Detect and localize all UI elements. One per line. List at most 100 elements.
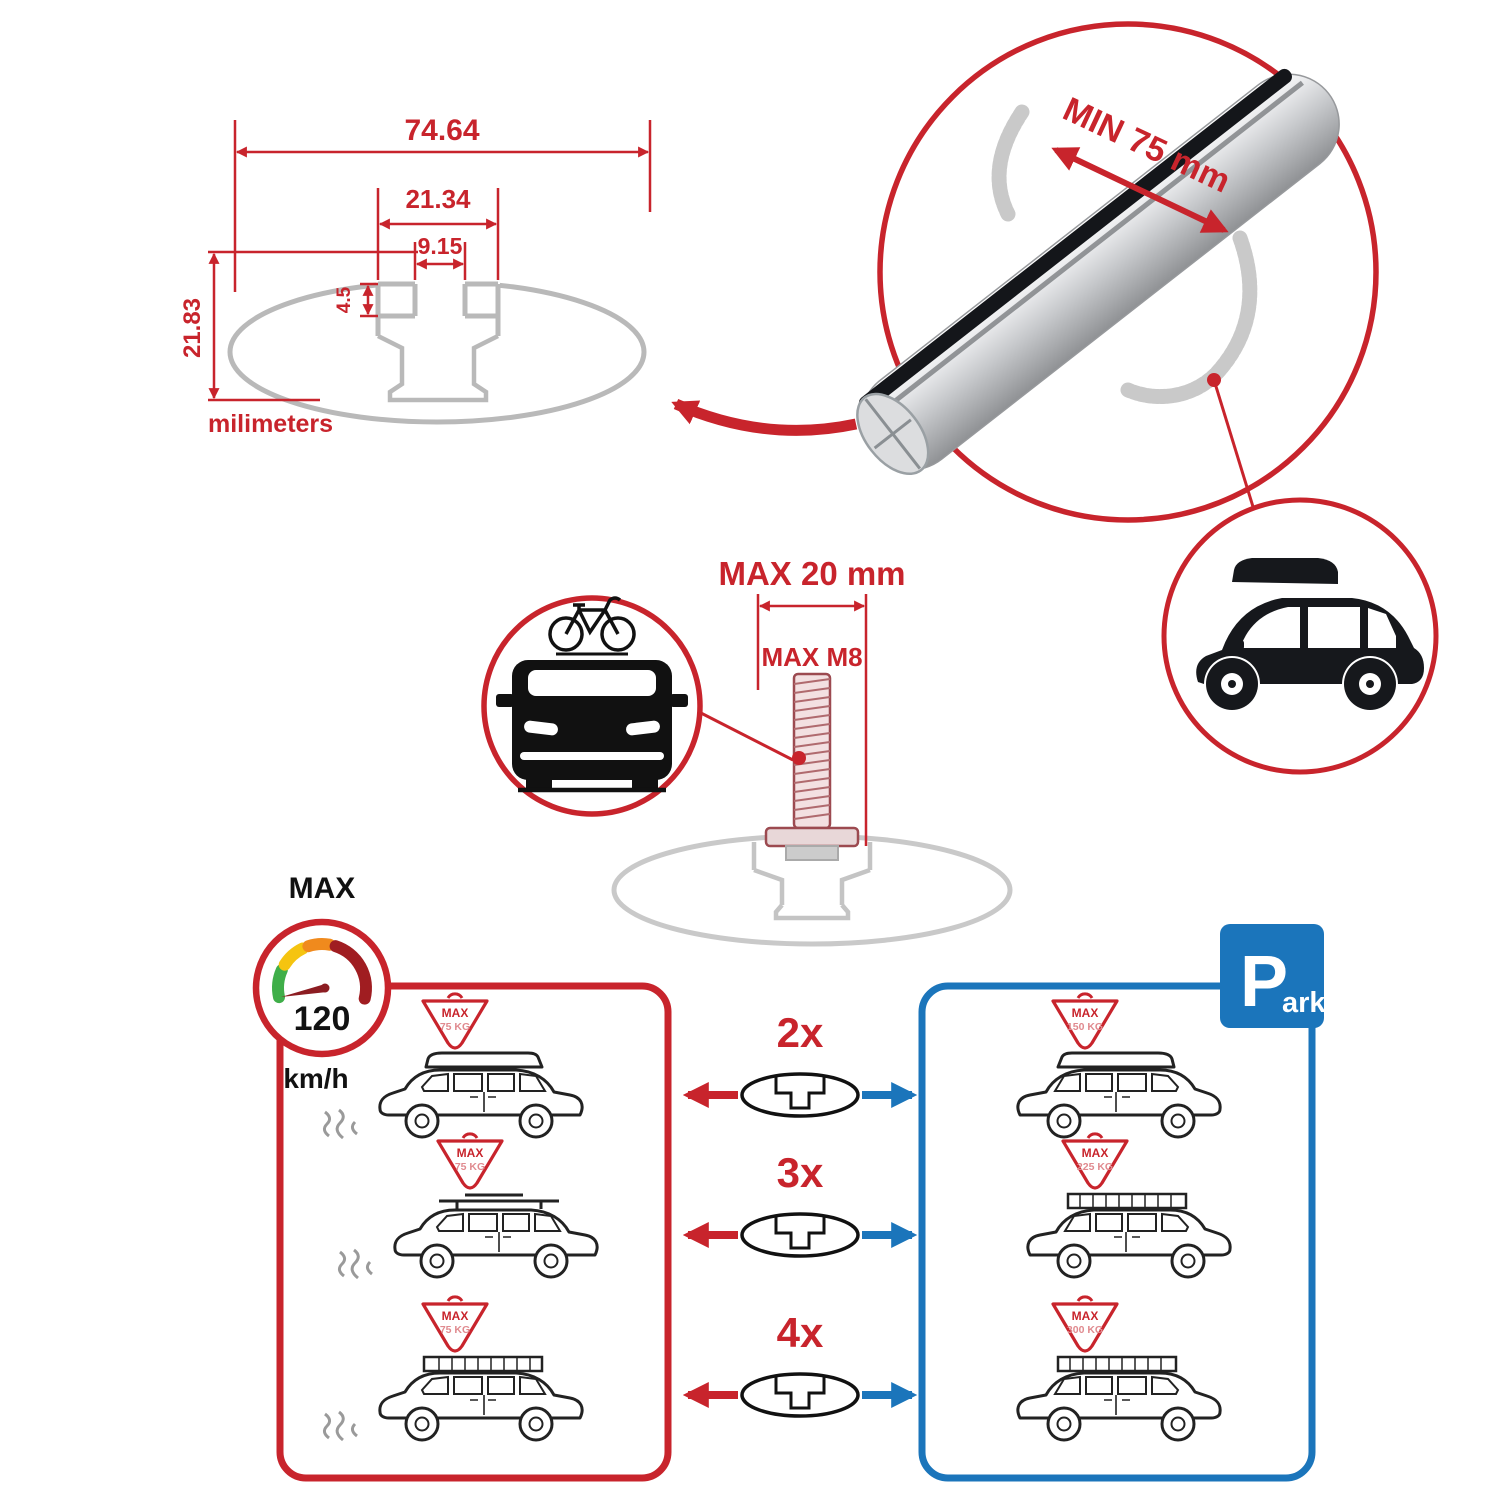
speed-units: km/h bbox=[283, 1063, 348, 1094]
parked-panel: MAX 150 KG MAX 225 KG MAX 300 KG bbox=[1016, 992, 1232, 1442]
quantity-row-2: 3x bbox=[682, 1149, 918, 1258]
roof-basket bbox=[422, 1355, 544, 1373]
quantity-row-1: 2x bbox=[682, 1009, 918, 1118]
driving-car-3: MAX 75 KG bbox=[322, 1295, 584, 1442]
suv-mirror bbox=[1230, 640, 1244, 650]
flag-max-label: MAX bbox=[1082, 1146, 1109, 1160]
bolt-flange bbox=[764, 826, 860, 848]
roof-rack bbox=[437, 1193, 561, 1211]
suv-detail bbox=[1161, 497, 1439, 775]
min-span-arrow bbox=[1051, 147, 1229, 233]
wheel-left bbox=[526, 778, 552, 788]
units-label: milimeters bbox=[208, 410, 333, 438]
crossbar-profile-icon bbox=[740, 1212, 860, 1258]
car-illustration bbox=[378, 1068, 584, 1139]
total-height-value: 21.83 bbox=[179, 298, 206, 358]
park-sign-ark: ark bbox=[1282, 987, 1326, 1019]
suv-roofbox-illustration bbox=[1196, 558, 1424, 710]
bolt-dimension-lines bbox=[756, 594, 868, 846]
speedometer-arc bbox=[272, 938, 372, 1005]
slot-width-value: 9.15 bbox=[418, 233, 463, 259]
flag-weight-label: 75 KG bbox=[440, 1324, 470, 1336]
bolt-illustration bbox=[698, 672, 860, 861]
speed-max-label: MAX bbox=[289, 872, 356, 905]
bar-detail: MIN 75 mm bbox=[856, 21, 1379, 523]
bumper-line bbox=[520, 752, 664, 760]
flag-weight-label: 225 KG bbox=[1077, 1161, 1113, 1173]
crossbar-profile-icon bbox=[740, 1372, 860, 1418]
smoke bbox=[337, 1248, 374, 1280]
quantity-label: 3x bbox=[777, 1149, 824, 1196]
driving-zone-border bbox=[276, 982, 672, 1482]
connector-line bbox=[1212, 379, 1256, 511]
crossbar-profile-icon bbox=[740, 1072, 860, 1118]
quantity-row-3: 4x bbox=[682, 1309, 918, 1418]
windshield bbox=[528, 670, 656, 696]
arc-yellow bbox=[278, 942, 309, 971]
car-illustration bbox=[378, 1371, 584, 1442]
roof-basket bbox=[1056, 1355, 1178, 1373]
t-slot-profile bbox=[375, 281, 501, 403]
pointer-arrow bbox=[671, 398, 858, 436]
bike-icon bbox=[548, 596, 636, 652]
quantity-label: 2x bbox=[777, 1009, 824, 1056]
roof-box bbox=[1056, 1051, 1176, 1069]
needle-pivot bbox=[320, 983, 330, 993]
driving-car-1: MAX 75 KG bbox=[322, 992, 584, 1140]
suv-rear-window bbox=[1368, 608, 1396, 648]
end-cap-ribs bbox=[864, 398, 922, 470]
parked-car-2: MAX 225 KG bbox=[1026, 1132, 1232, 1279]
flag-weight-label: 300 KG bbox=[1067, 1324, 1103, 1336]
channel-ext-lines bbox=[376, 188, 500, 280]
car-illustration bbox=[1016, 1371, 1222, 1442]
quantity-label: 4x bbox=[777, 1309, 824, 1356]
flag-max-label: MAX bbox=[1072, 1309, 1099, 1323]
parked-zone-border bbox=[918, 982, 1316, 1482]
height-ref-lines bbox=[208, 250, 418, 402]
car-illustration bbox=[1026, 1208, 1232, 1279]
headlight-right bbox=[626, 720, 660, 736]
ghost-profile bbox=[751, 842, 873, 921]
arc-orange bbox=[302, 938, 336, 953]
dimension-lines bbox=[208, 120, 652, 402]
flag-max-label: MAX bbox=[1072, 1006, 1099, 1020]
flag-max-label: MAX bbox=[442, 1309, 469, 1323]
flag-weight-label: 75 KG bbox=[440, 1021, 470, 1033]
bolt-diagram: MAX 20 mm MAX M8 bbox=[611, 555, 1013, 947]
driving-panel: MAX 75 KG MAX 75 KG MAX 75 KG bbox=[322, 992, 599, 1442]
park-sign-plate bbox=[1220, 924, 1324, 1028]
bike-car-detail bbox=[481, 595, 703, 817]
quantity-rows: 2x 3x 4x bbox=[682, 1009, 918, 1418]
cross-section-diagram: 74.64 21.34 9.15 4.5 21.83 milimeters bbox=[179, 114, 858, 438]
mirror-left bbox=[496, 694, 514, 707]
wheel-right bbox=[632, 778, 658, 788]
smoke bbox=[322, 1108, 359, 1140]
suv-front-window bbox=[1240, 607, 1300, 648]
suv-front-hub-center bbox=[1228, 680, 1236, 688]
bolt-t-head bbox=[785, 845, 839, 861]
arc-green bbox=[272, 964, 288, 1004]
flag-max-label: MAX bbox=[442, 1006, 469, 1020]
speed-limit-gauge: MAX 120 km/h bbox=[252, 872, 392, 1094]
lip-ext-lines bbox=[360, 282, 378, 318]
mirror-right bbox=[670, 694, 688, 707]
parked-car-1: MAX 150 KG bbox=[1016, 992, 1222, 1139]
total-width-value: 74.64 bbox=[404, 114, 479, 147]
car-front-illustration bbox=[496, 652, 688, 793]
smoke bbox=[322, 1410, 359, 1442]
lip-depth-value: 4.5 bbox=[334, 286, 355, 313]
flag-weight-label: 150 KG bbox=[1067, 1021, 1103, 1033]
park-sign-p: P bbox=[1240, 942, 1288, 1022]
flag-weight-label: 75 KG bbox=[455, 1161, 485, 1173]
headlight-left bbox=[524, 720, 558, 736]
slot-ext-lines bbox=[413, 242, 467, 280]
max-thread-label: MAX M8 bbox=[761, 642, 862, 672]
bolt-threads bbox=[793, 678, 831, 820]
driving-car-2: MAX 75 KG bbox=[337, 1132, 599, 1280]
roof-basket bbox=[1066, 1192, 1188, 1210]
roof-cargo-box bbox=[1232, 558, 1338, 584]
needle bbox=[281, 984, 327, 997]
roof-box bbox=[424, 1051, 544, 1069]
